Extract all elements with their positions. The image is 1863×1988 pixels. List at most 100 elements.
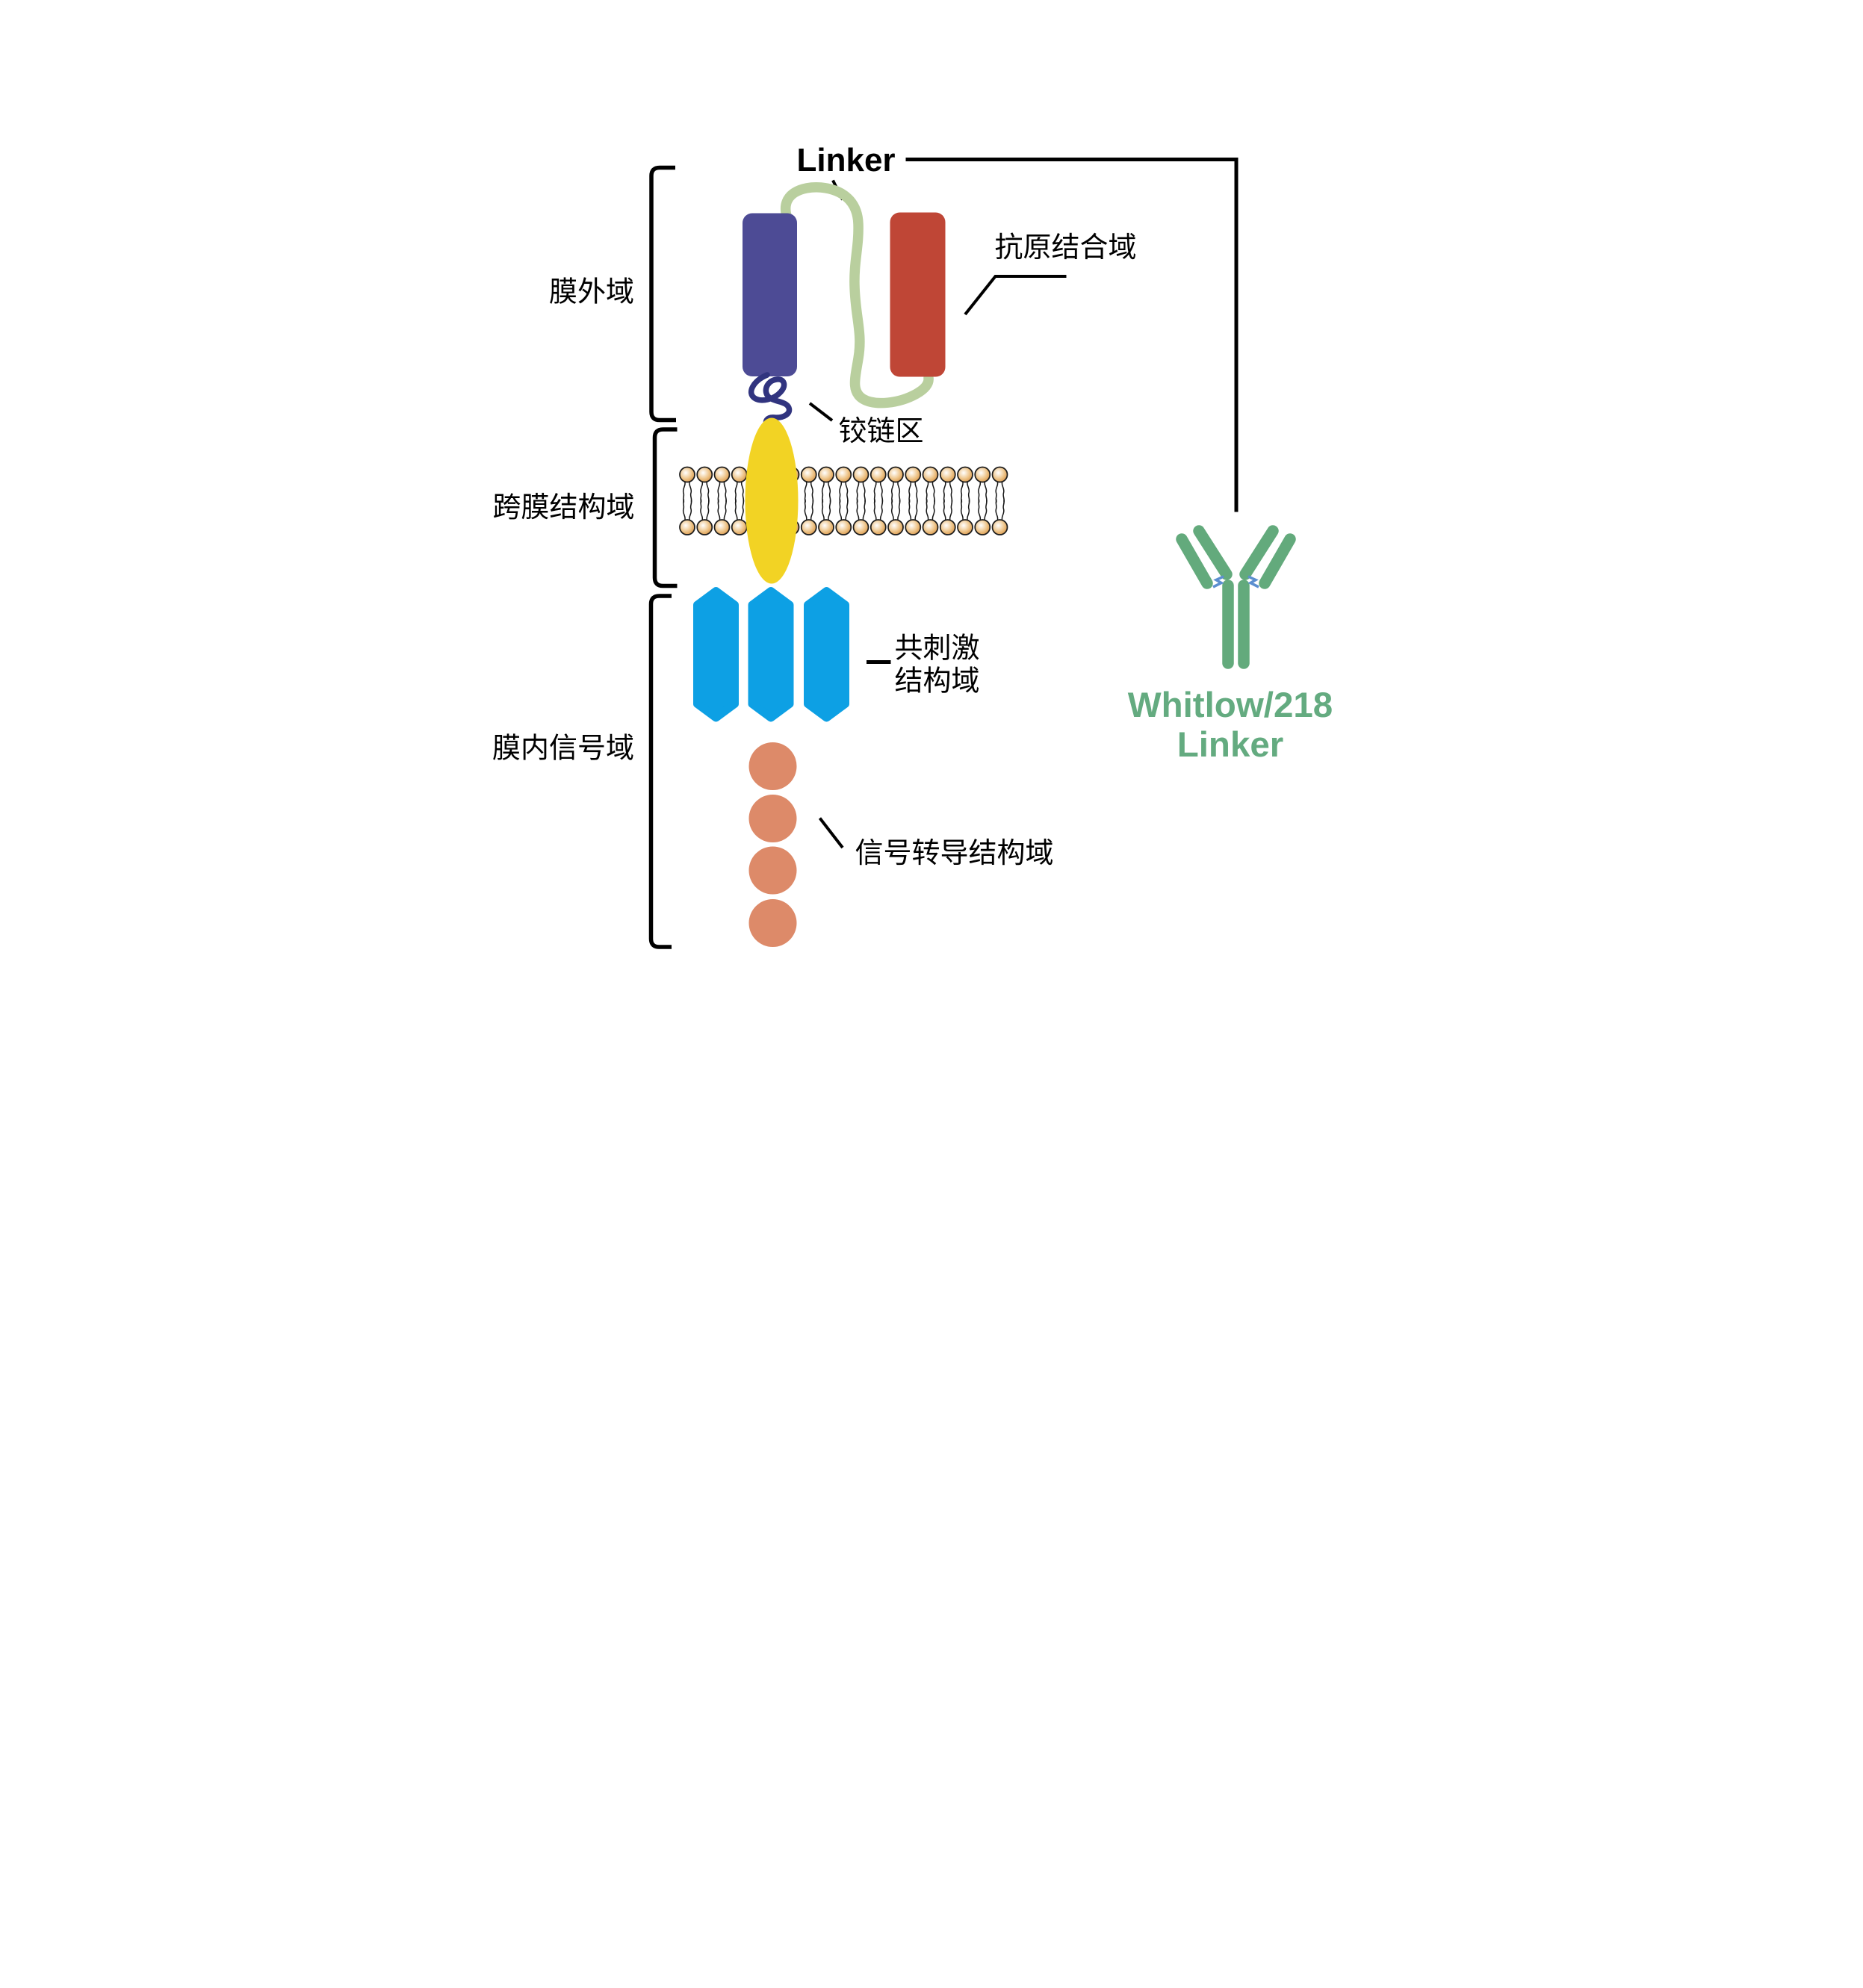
lipid-head [904, 519, 921, 535]
costimulatory-domains [692, 587, 849, 722]
signaling-circle [748, 846, 796, 895]
lipid-head [834, 519, 852, 535]
lipid-tail [844, 499, 849, 522]
costimulatory-hexagon [748, 587, 793, 722]
lipid-tail [890, 499, 894, 522]
lipid-head [713, 519, 730, 535]
lipid-head [817, 466, 834, 483]
lipid-tail [932, 480, 935, 503]
lipid-tail [682, 499, 686, 522]
lipid-head [869, 466, 887, 483]
costimulatory-hexagon [803, 587, 849, 722]
transmembrane-label: 跨膜结构域 [492, 492, 634, 524]
lipid-tail [740, 480, 744, 503]
disulfide-bond-icon [1212, 575, 1224, 588]
lipid-head [852, 519, 869, 535]
lipid-head [869, 519, 887, 535]
lipid-tail [873, 480, 877, 503]
lipid-tail [873, 499, 877, 522]
antigen-binding-leader-line [963, 275, 1066, 316]
lipid-head [904, 466, 921, 483]
lipid-tail [960, 480, 964, 503]
lipid-tail [983, 480, 988, 503]
lipid-head [887, 519, 904, 535]
lipid-head [922, 466, 938, 483]
lipid-tail [723, 480, 727, 503]
lipid-head [939, 519, 956, 535]
lipid-tail [734, 480, 738, 503]
lipid-head [852, 466, 869, 483]
lipid-head [695, 466, 713, 483]
lipid-tail [844, 480, 849, 503]
lipid-tail [716, 499, 720, 522]
lipid-tail [977, 499, 981, 522]
lipid-tail [914, 480, 918, 503]
lipid-head [678, 466, 695, 483]
background [465, 0, 1398, 994]
lipid-head [695, 519, 713, 535]
diagram-canvas: 膜外域 跨膜结构域 膜内信号域 Linker 抗原结合域 铰链区 共刺激 结构域… [465, 0, 1398, 994]
lipid-tail [705, 480, 710, 503]
lipid-tail [994, 499, 998, 522]
lipid-head [731, 466, 748, 483]
scfv-linker-curve [780, 182, 934, 409]
lipid-tail [716, 480, 720, 503]
signaling-leader-line [818, 817, 844, 849]
intracellular-label: 膜内信号域 [492, 733, 634, 765]
lipid-tail [1001, 480, 1005, 503]
disulfide-bond-icon [1247, 575, 1259, 588]
signaling-circle [748, 742, 796, 790]
lipid-head [817, 519, 834, 535]
lipid-tail [960, 499, 964, 522]
lipid-head [922, 519, 938, 535]
linker-title-label: Linker [796, 142, 895, 178]
whitlow-label-line1: Whitlow/218 [1127, 686, 1332, 725]
lipid-tail [821, 499, 825, 522]
lipid-tail [804, 499, 807, 522]
lipid-tail [896, 480, 900, 503]
lipid-tail [949, 499, 952, 522]
antibody-light-chain [1175, 533, 1213, 589]
lipid-tail [983, 499, 988, 522]
lipid-head [731, 519, 748, 535]
transmembrane-ellipse [745, 417, 798, 584]
lipid-tail [966, 499, 970, 522]
lipid-head [939, 466, 956, 483]
lipid-tail [838, 480, 842, 503]
linker-connector-line [905, 158, 1238, 512]
lipid-tail [908, 480, 911, 503]
vl-domain-rect [890, 212, 945, 377]
lipid-tail [925, 480, 929, 503]
antibody-light-chain [1258, 533, 1296, 589]
signaling-domains [748, 742, 796, 947]
intracellular-bracket [648, 594, 672, 949]
costimulatory-hexagon [692, 587, 739, 722]
lipid-tail [932, 499, 935, 522]
lipid-head [973, 519, 991, 535]
lipid-tail [688, 480, 692, 503]
lipid-head [956, 466, 973, 483]
lipid-tail [827, 499, 831, 522]
lipid-head [991, 519, 1008, 535]
hinge-label: 铰链区 [838, 416, 923, 447]
extracellular-label: 膜外域 [549, 277, 634, 308]
transmembrane-bracket [652, 427, 677, 588]
lipid-tail [949, 480, 952, 503]
lipid-tail [705, 499, 710, 522]
lipid-tail [1001, 499, 1005, 522]
lipid-tail [994, 480, 998, 503]
lipid-head [956, 519, 973, 535]
antibody-heavy-chain [1239, 525, 1279, 580]
lipid-tail [943, 480, 946, 503]
antibody-y-icon [1175, 525, 1296, 669]
antigen-binding-label: 抗原结合域 [994, 232, 1136, 264]
lipid-tail [699, 499, 703, 522]
signaling-circle [748, 899, 796, 947]
lipid-head [991, 466, 1008, 483]
lipid-tail [688, 499, 692, 522]
antibody-heavy-chain [1192, 525, 1233, 580]
costimulatory-label-line1: 共刺激 [894, 633, 979, 665]
lipid-head [834, 466, 852, 483]
lipid-tail [699, 480, 703, 503]
vh-domain-rect [742, 213, 797, 376]
